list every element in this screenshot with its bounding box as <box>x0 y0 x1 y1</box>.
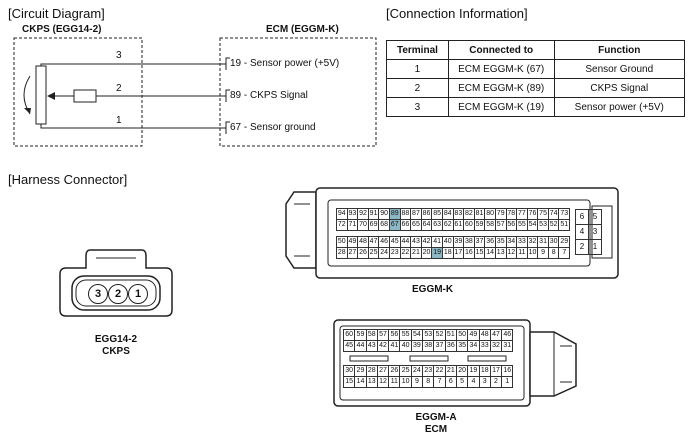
table-cell: Sensor power (+5V) <box>553 97 686 117</box>
eggm-a-shell <box>333 319 577 407</box>
connection-table: Terminal Connected to Function 1 ECM EGG… <box>386 40 686 117</box>
sensor-connector-label: EGG14-2 <box>94 334 138 345</box>
ecm-title: ECM (EGGM-K) <box>266 24 339 35</box>
connector-pin: 6 <box>575 209 589 225</box>
ecm-pin-label-89: 89 - CKPS Signal <box>230 90 308 101</box>
adjust-arrow-icon <box>24 108 31 114</box>
connector-pin: 1 <box>501 376 514 388</box>
table-header-row: Terminal Connected to Function <box>386 40 686 60</box>
sensor-title: CKPS (EGG14-2) <box>22 24 102 35</box>
pin-number-1: 1 <box>116 115 122 126</box>
header-connected-to: Connected to <box>447 40 555 60</box>
table-cell: 2 <box>386 78 449 98</box>
sensor-pin-row: 3 2 1 <box>88 284 148 306</box>
table-cell: 1 <box>386 59 449 79</box>
sensor-pin: 1 <box>128 284 148 304</box>
signal-block <box>73 89 97 103</box>
pin-number-3: 3 <box>116 50 122 61</box>
ecm-pin-label-67: 67 - Sensor ground <box>230 122 316 133</box>
table-cell: CKPS Signal <box>553 78 686 98</box>
sensor-box <box>13 37 143 147</box>
connector-pin: 7 <box>558 247 571 259</box>
sensor-connector-sublabel: CKPS <box>102 346 130 357</box>
table-row: 1 ECM EGGM-K (67) Sensor Ground <box>386 59 686 79</box>
connector-pin: 2 <box>575 239 589 255</box>
ecm-pin-label-19: 19 - Sensor power (+5V) <box>230 58 340 69</box>
connector-pin: 31 <box>501 340 514 352</box>
table-cell: Sensor Ground <box>553 59 686 79</box>
harness-section-title: [Harness Connector] <box>8 172 128 187</box>
eggm-a-sublabel: ECM <box>424 424 448 435</box>
wiper-arrow-icon <box>47 92 55 100</box>
wire-pin-1 <box>40 124 226 129</box>
table-cell: 3 <box>386 97 449 117</box>
circuit-section-title: [Circuit Diagram] <box>8 6 105 21</box>
table-cell: ECM EGGM-K (89) <box>447 78 555 98</box>
table-row: 3 ECM EGGM-K (19) Sensor power (+5V) <box>386 97 686 117</box>
sensor-pin: 2 <box>108 284 128 304</box>
header-terminal: Terminal <box>386 40 449 60</box>
eggm-k-label: EGGM-K <box>412 284 454 295</box>
resistor-element <box>35 65 47 125</box>
eggm-a-label: EGGM-A <box>415 412 457 423</box>
ecm-box <box>219 37 377 147</box>
header-function: Function <box>553 40 686 60</box>
table-cell: ECM EGGM-K (67) <box>447 59 555 79</box>
connection-section-title: [Connection Information] <box>386 6 528 21</box>
connector-pin: 4 <box>575 224 589 240</box>
pin-number-2: 2 <box>116 83 122 94</box>
wire-pin-3 <box>40 63 226 66</box>
table-cell: ECM EGGM-K (19) <box>447 97 555 117</box>
connector-pin: 51 <box>558 219 571 231</box>
eggm-k-shell <box>285 187 619 279</box>
table-row: 2 ECM EGGM-K (89) CKPS Signal <box>386 78 686 98</box>
sensor-pin: 3 <box>88 284 108 304</box>
connector-pin: 1 <box>588 239 602 255</box>
connector-pin: 5 <box>588 209 602 225</box>
connector-pin: 3 <box>588 224 602 240</box>
